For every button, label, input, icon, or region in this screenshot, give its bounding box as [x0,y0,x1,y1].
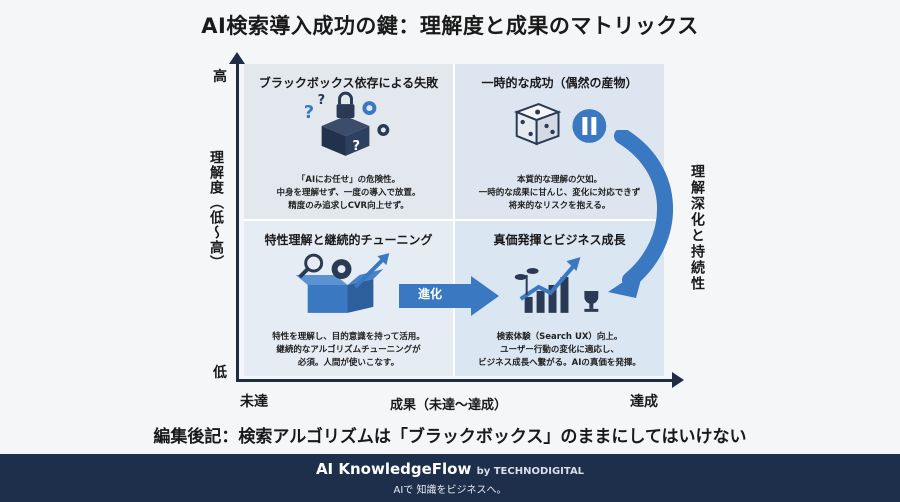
y-axis-high-label: 高 [213,69,227,85]
evolve-arrow-label: 進化 [418,287,443,301]
quadrant-title: 真価発揮とビジネス成長 [493,233,626,247]
svg-text:?: ? [352,139,360,154]
blackbox-lock-icon: ? ? ? [304,91,390,156]
progression-label: 理解深化と持続性 [689,164,705,292]
evolve-arrow-icon [399,276,499,316]
footer-tagline: AIで 知識をビジネスへ。 [393,485,507,496]
quadrant-description: 特性を理解し、目的意識を持って活用。 継続的なアルゴリズムチューニングが 必須。… [272,332,425,368]
x-axis-title: 成果（未達〜達成） [390,398,508,413]
dice-pause-icon [513,103,607,146]
quadrant-description: 検索体験（Search UX）向上。 ユーザー行動の変化に適応し、 ビジネス成長… [478,332,641,368]
x-axis-line [236,379,676,382]
quadrant-title: 特性理解と継続的チューニング [264,233,433,247]
curved-arrow-icon [608,130,674,298]
quadrant-title: 一時的な成功（偶然の産物） [481,76,638,90]
brand-by: by TECHNODIGITAL [476,466,585,477]
growth-chart-trophy-icon [514,257,599,313]
y-axis-title: 理解度（低〜高） [208,150,224,270]
y-axis-arrowhead [229,52,245,64]
quadrant-blackbox-failure: ブラックボックス依存による失敗 ? ? ? 「AIにお任せ」の危険性。 中身を理… [244,64,453,219]
quadrant-title: ブラックボックス依存による失敗 [258,76,439,90]
x-axis-right-label: 達成 [630,394,658,410]
quadrant-description: 本質的な理解の欠如。 一時的な成果に甘んじ、変化に対応できず 将来的なリスクを抱… [478,175,641,211]
matrix-grid: ブラックボックス依存による失敗 ? ? ? 「AIにお任せ」の危険性。 中身を理… [244,64,664,376]
editor-note-caption: 編集後記：検索アルゴリズムは「ブラックボックス」のままにしてはいけない [153,427,747,447]
svg-text:?: ? [318,93,326,108]
quadrant-description: 「AIにお任せ」の危険性。 中身を理解せず、一度の導入で放置。 精度のみ追求しC… [276,175,421,211]
brand-name: AI KnowledgeFlow [315,460,472,478]
open-box-gear-icon [295,253,390,313]
footer-bar: AI KnowledgeFlow by TECHNODIGITAL AIで 知識… [0,454,900,502]
footer-brand: AI KnowledgeFlow by TECHNODIGITAL [0,460,900,478]
page-title: AI検索導入成功の鍵：理解度と成果のマトリックス [201,14,699,38]
x-axis-arrowhead [672,372,684,388]
y-axis-line [236,62,239,382]
x-axis-left-label: 未達 [240,394,268,410]
svg-text:?: ? [304,102,314,123]
y-axis-low-label: 低 [213,365,227,381]
